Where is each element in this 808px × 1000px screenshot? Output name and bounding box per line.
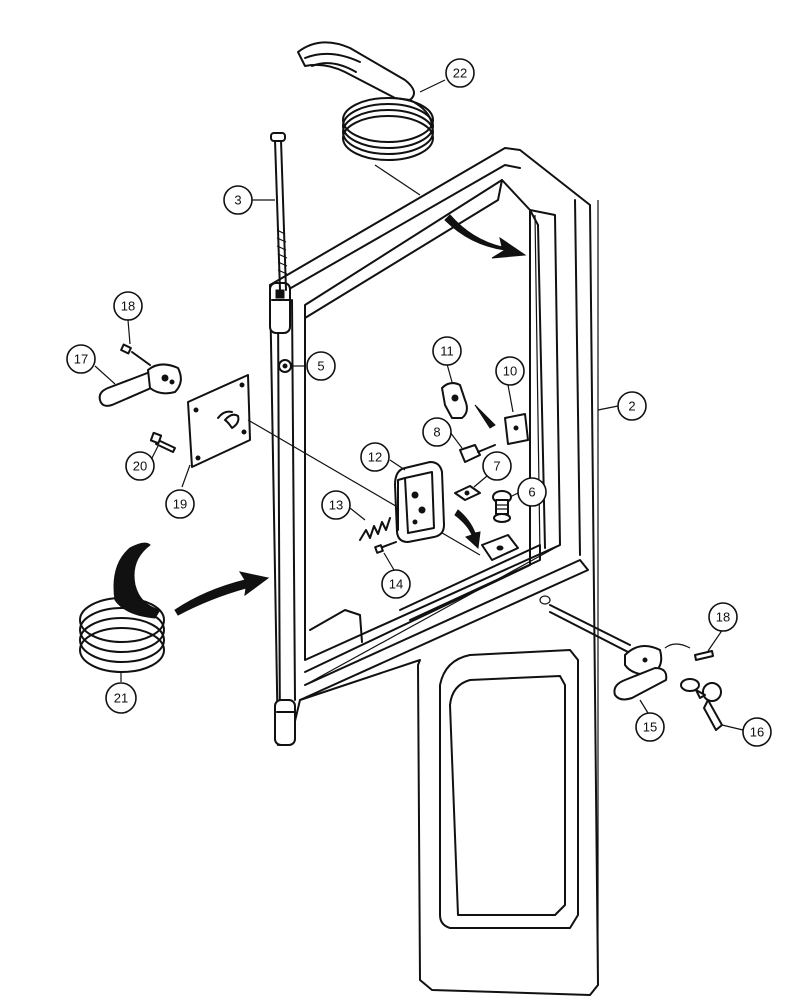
latch-screw	[374, 541, 397, 554]
plate-screw	[149, 431, 176, 453]
callout-6: 6	[517, 477, 547, 507]
callout-3-label: 3	[234, 193, 241, 208]
shim-plate	[504, 413, 529, 445]
callout-18-upper-label: 18	[121, 299, 135, 314]
callout-6-label: 6	[528, 485, 535, 500]
callout-22-label: 22	[453, 66, 467, 81]
callout-19: 19	[165, 489, 195, 519]
callout-5-label: 5	[317, 359, 324, 374]
callout-15-label: 15	[643, 720, 657, 735]
callout-16: 16	[742, 717, 772, 747]
handle-screw	[694, 650, 714, 661]
latch-assembly	[394, 461, 445, 543]
leader-lines	[94, 79, 744, 731]
callout-17-label: 17	[74, 352, 88, 367]
callout-17: 17	[66, 344, 96, 374]
inside-handle	[98, 343, 182, 407]
arrow-to-top-frame	[374, 164, 527, 259]
spring	[359, 517, 391, 541]
door-frame	[269, 147, 599, 996]
catch-bolt	[459, 444, 496, 463]
striker-base	[481, 534, 519, 561]
callout-21: 21	[105, 682, 137, 714]
callout-7: 7	[482, 451, 512, 481]
callout-8: 8	[422, 417, 452, 447]
arrow-to-left-post	[174, 571, 270, 616]
callout-5: 5	[306, 351, 336, 381]
callout-12: 12	[360, 442, 390, 472]
callout-2: 2	[617, 391, 647, 421]
callout-7-label: 7	[493, 459, 500, 474]
callout-22: 22	[445, 58, 475, 88]
callout-15: 15	[635, 712, 665, 742]
callout-21-label: 21	[114, 691, 128, 706]
nut	[278, 359, 292, 373]
callout-14: 14	[381, 569, 411, 599]
callout-8-label: 8	[433, 425, 440, 440]
hinge-pin	[270, 132, 288, 291]
callout-18-upper: 18	[113, 291, 143, 321]
keys	[680, 678, 723, 731]
callout-18-lower: 18	[708, 602, 738, 632]
callout-16-label: 16	[750, 725, 764, 740]
callout-20-label: 20	[133, 459, 147, 474]
catch-bracket	[441, 382, 496, 429]
callout-3: 3	[223, 185, 253, 215]
lower-hinge	[274, 699, 296, 746]
callout-20: 20	[125, 451, 155, 481]
upper-hinge	[269, 282, 291, 334]
callout-10-label: 10	[503, 364, 517, 379]
callout-13-label: 13	[329, 498, 343, 513]
callout-11: 11	[432, 336, 462, 366]
callout-11-label: 11	[440, 344, 454, 359]
callout-2-label: 2	[628, 399, 635, 414]
arrow-to-striker-base	[454, 509, 481, 550]
callout-19-label: 19	[173, 497, 187, 512]
callout-18-lower-label: 18	[716, 610, 730, 625]
weatherstrip-coil-lower	[79, 542, 165, 673]
callout-12-label: 12	[368, 450, 382, 465]
striker	[492, 490, 512, 523]
callout-14-label: 14	[389, 577, 403, 592]
outside-handle	[549, 604, 691, 701]
square-washer	[454, 485, 481, 501]
callout-13: 13	[321, 490, 351, 520]
callout-10: 10	[495, 356, 525, 386]
weatherstrip-coil-upper	[297, 41, 434, 161]
